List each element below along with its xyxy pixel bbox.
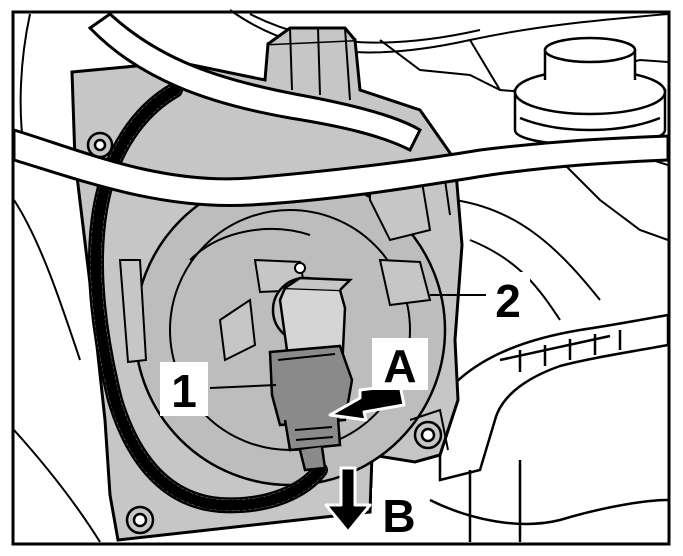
reservoir-cap — [513, 36, 667, 147]
callout-2-text: 2 — [495, 275, 521, 327]
connector — [268, 344, 354, 472]
arrow-A — [328, 383, 406, 422]
callout-A: A — [372, 338, 428, 392]
leader-line-1 — [209, 384, 277, 389]
callout-2: 2 — [486, 272, 530, 327]
leader-lines — [209, 294, 488, 389]
arrow-B — [324, 466, 372, 534]
callout-1: 1 — [160, 362, 208, 417]
callout-B: B — [372, 488, 426, 542]
callout-1-text: 1 — [171, 365, 197, 417]
callout-B-text: B — [382, 490, 415, 542]
mounting-bolts — [86, 131, 443, 535]
callout-A-text: A — [383, 340, 416, 392]
frame-border — [11, 10, 671, 546]
